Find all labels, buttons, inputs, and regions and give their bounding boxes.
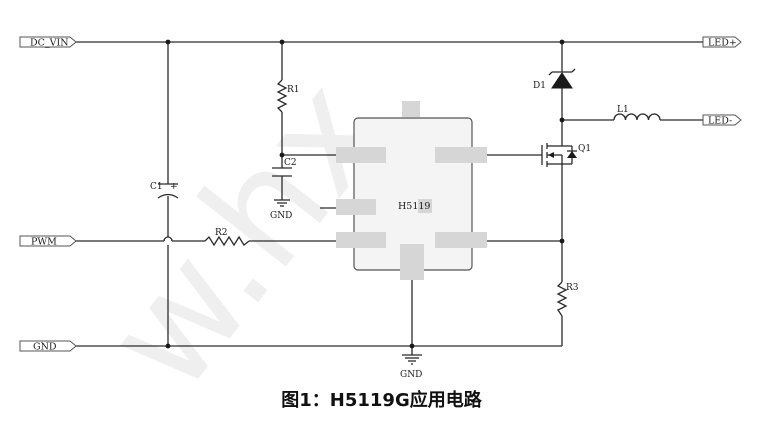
svg-text:C2: C2 <box>284 158 297 168</box>
capacitor-c2: C2 <box>272 158 297 177</box>
ground-symbol-main: GND <box>400 354 422 380</box>
capacitor-c1: C1 + <box>150 182 179 199</box>
svg-text:R1: R1 <box>287 85 300 95</box>
svg-text:D1: D1 <box>533 81 546 91</box>
port-led-plus: LED+ <box>702 36 742 49</box>
svg-text:+: + <box>170 182 178 192</box>
svg-text:GND: GND <box>33 342 57 353</box>
svg-text:DC_VIN: DC_VIN <box>30 38 69 49</box>
junction-dots <box>165 39 565 349</box>
port-led-minus: LED- <box>702 114 742 127</box>
port-dc-vin: DC_VIN <box>19 36 77 49</box>
diode-d1: D1 <box>533 68 576 91</box>
ground-symbol-c2: GND <box>270 199 292 221</box>
resistor-r3: R3 <box>556 281 579 317</box>
svg-text:R2: R2 <box>215 228 228 238</box>
svg-text:Q1: Q1 <box>578 144 591 154</box>
svg-text:GND: GND <box>270 211 292 221</box>
mosfet-q1: Q1 <box>541 140 591 168</box>
ic-label: H5119 <box>398 201 430 212</box>
resistor-r1: R1 <box>276 79 300 113</box>
inductor-l1: L1 <box>613 105 661 121</box>
port-gnd: GND <box>19 340 77 353</box>
figure-caption: 图1：H5119G应用电路 <box>281 390 482 411</box>
svg-text:LED-: LED- <box>708 116 732 127</box>
port-pwm: PWM <box>19 235 77 248</box>
svg-text:R3: R3 <box>566 283 579 293</box>
svg-text:C1: C1 <box>150 182 163 192</box>
svg-text:PWM: PWM <box>31 237 57 248</box>
svg-text:L1: L1 <box>617 105 629 115</box>
svg-text:LED+: LED+ <box>708 38 737 49</box>
wires <box>75 41 705 355</box>
resistor-r2: R2 <box>204 228 250 247</box>
svg-text:GND: GND <box>400 370 422 380</box>
ic-h5119: H5119 <box>336 101 487 280</box>
